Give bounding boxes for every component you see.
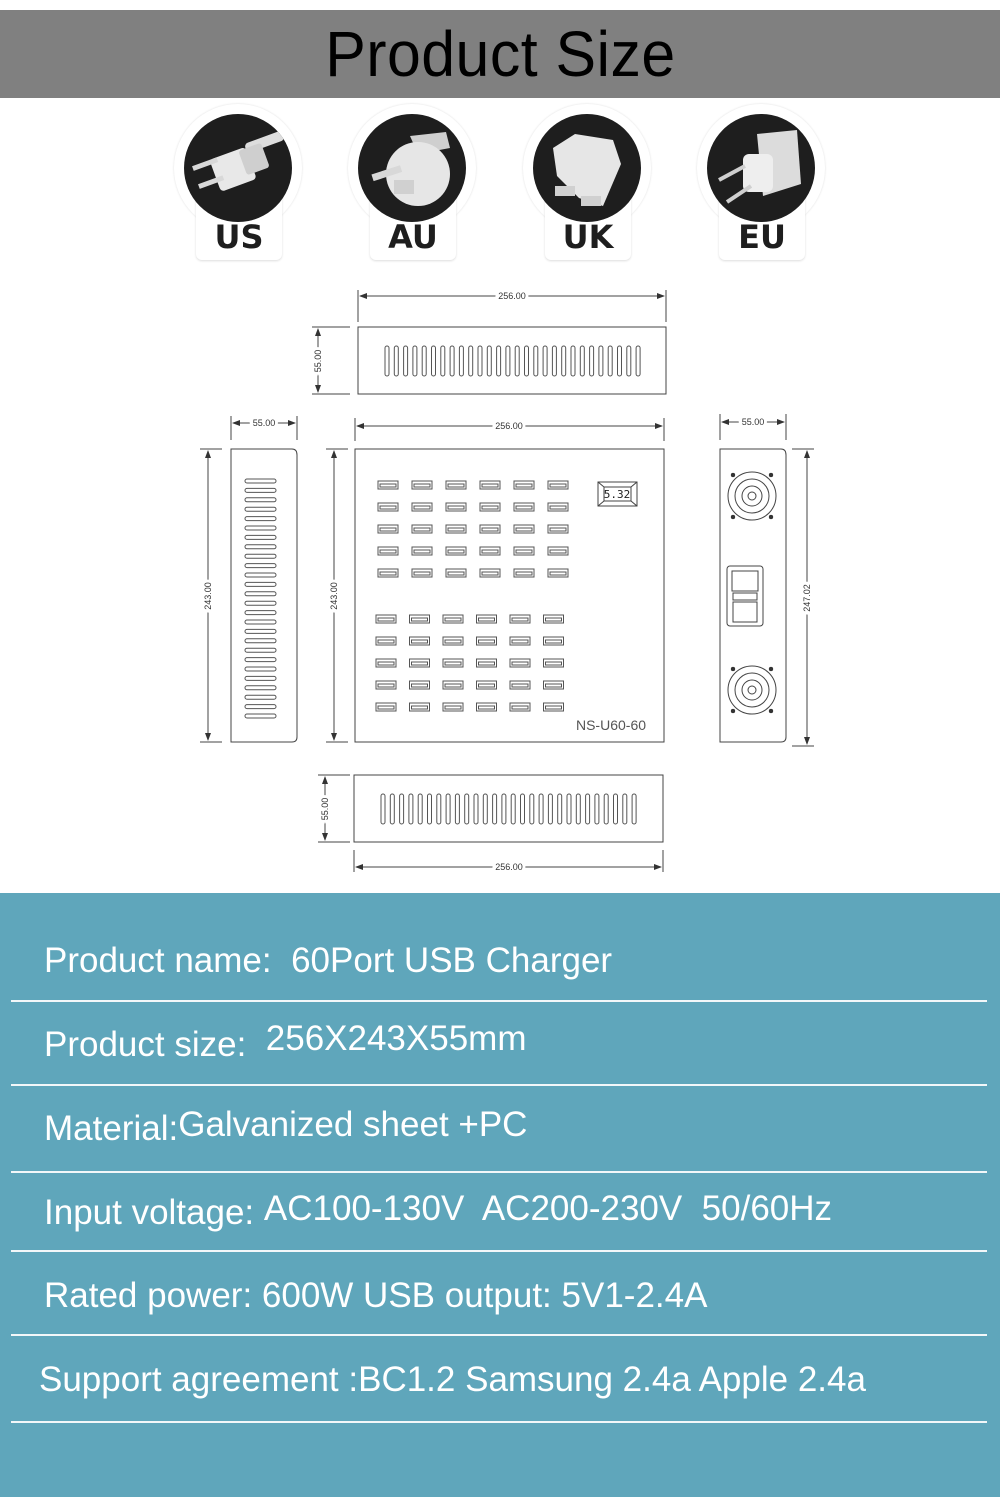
plug-label: US <box>214 218 264 256</box>
divider <box>11 1171 987 1173</box>
us-plug-icon <box>184 114 292 222</box>
technical-drawing: 256.00 55.00 256.00 55.00 256.00 55.00 2… <box>0 280 1000 880</box>
divider <box>11 1084 987 1086</box>
voltage-display: 5.32 <box>604 488 631 501</box>
eu-plug-icon <box>707 114 815 222</box>
svg-text:55.00: 55.00 <box>742 417 765 427</box>
spec-input-voltage: Input voltage: AC100-130V AC200-230V 50/… <box>44 1189 833 1232</box>
spec-product-name: Product name: 60Port USB Charger <box>44 941 613 980</box>
svg-text:55.00: 55.00 <box>320 798 330 821</box>
svg-text:256.00: 256.00 <box>498 291 526 301</box>
title-banner: Product Size <box>0 10 1000 98</box>
svg-text:55.00: 55.00 <box>313 350 323 373</box>
plug-label: AU <box>388 218 438 256</box>
divider <box>11 1000 987 1002</box>
svg-text:256.00: 256.00 <box>495 862 523 872</box>
spec-support-agreement: Support agreement :BC1.2 Samsung 2.4a Ap… <box>39 1360 866 1399</box>
svg-text:243.00: 243.00 <box>329 582 339 610</box>
plug-eu: EU <box>697 104 827 262</box>
uk-plug-icon <box>533 114 641 222</box>
dimension-drawing: 256.00 55.00 256.00 55.00 256.00 55.00 2… <box>200 288 815 875</box>
model-label: NS-U60-60 <box>576 717 646 733</box>
page-title: Product Size <box>324 18 676 90</box>
divider <box>11 1250 987 1252</box>
divider <box>11 1334 987 1336</box>
svg-text:243.00: 243.00 <box>203 582 213 610</box>
svg-text:247.02: 247.02 <box>802 584 812 612</box>
spec-product-size: Product size: 256X243X55mm <box>44 1019 527 1064</box>
plug-label: EU <box>738 218 786 256</box>
divider <box>11 1421 987 1423</box>
plug-au: AU <box>348 104 478 262</box>
plug-us: US <box>174 104 304 262</box>
svg-text:55.00: 55.00 <box>253 418 276 428</box>
specifications-panel: Product name: 60Port USB Charger Product… <box>0 893 1000 1497</box>
spec-material: Material:Galvanized sheet +PC <box>44 1105 528 1148</box>
plug-uk: UK <box>523 104 653 262</box>
plug-label: UK <box>562 218 614 256</box>
au-plug-icon <box>358 114 466 222</box>
plug-types: US AU UK <box>0 104 1000 264</box>
spec-rated-power: Rated power: 600W USB output: 5V1-2.4A <box>44 1276 708 1315</box>
svg-text:256.00: 256.00 <box>495 421 523 431</box>
